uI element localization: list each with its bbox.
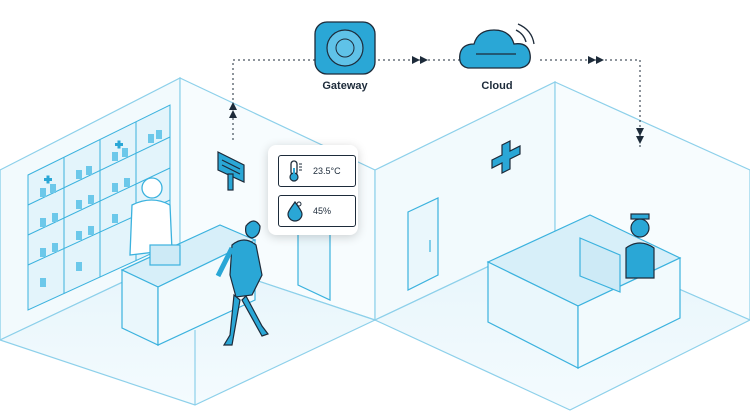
flow-arrow-icons [229,56,644,144]
pharmacist-figure [129,177,173,256]
receptionist-figure [625,213,655,279]
right-room-back-wall-right [554,81,750,321]
shelf-items [40,130,162,287]
gateway-device-icon [314,21,376,75]
temperature-value: 23.5°C [313,166,341,176]
medical-cross-icon [491,140,521,174]
medicine-shelves [27,104,171,311]
right-room-door [407,197,439,291]
cloud-wifi-icon [459,23,535,69]
customer-figure [215,220,269,346]
temperature-reading: 23.5°C [278,155,356,187]
gateway-label: Gateway [322,80,368,92]
humidity-reading: 45% [278,195,356,227]
cloud-label: Cloud [481,80,513,92]
wall-sensor-icon [217,151,245,191]
sensor-readings-card: 23.5°C 45% [268,145,358,235]
humidity-value: 45% [313,206,332,216]
thermometer-icon [289,160,302,182]
reception-desk [486,214,682,369]
humidity-drop-icon [287,200,303,222]
shelf-cross-icons [44,140,123,184]
